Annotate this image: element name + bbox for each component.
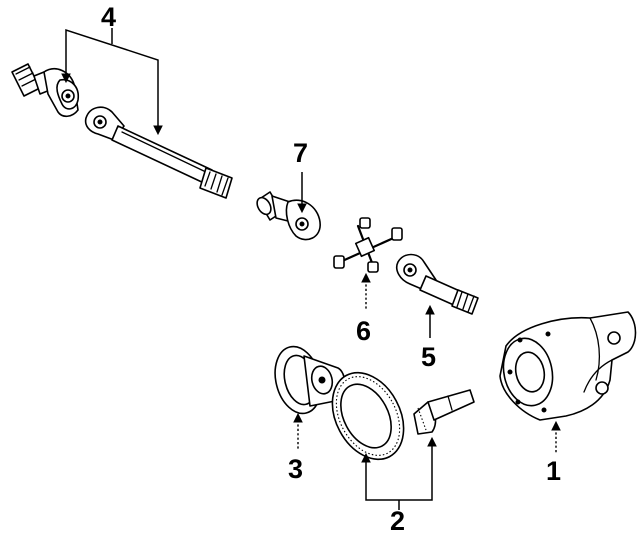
pinion-gear[interactable] [413,389,475,435]
leader-2 [361,436,437,510]
leader-4 [61,28,163,136]
inner-axle-shaft[interactable] [11,63,80,118]
stub-shaft-yoke[interactable] [254,191,321,241]
callout-1: 1 [546,456,561,486]
callout-7: 7 [293,138,308,168]
right-yoke-shaft[interactable] [395,253,479,315]
callout-5: 5 [421,342,436,372]
callout-2: 2 [390,506,405,536]
callout-6: 6 [356,316,371,346]
leader-6 [361,272,371,310]
callout-3: 3 [288,454,303,484]
callout-4: 4 [101,2,116,32]
carrier-housing[interactable] [497,311,637,421]
ring-gear[interactable] [318,360,418,471]
leader-3 [293,412,303,450]
leader-7 [297,172,307,214]
outer-axle-shaft[interactable] [84,106,233,199]
leader-1 [551,420,561,454]
universal-joint-cross[interactable] [333,217,403,273]
leader-5 [425,304,435,338]
